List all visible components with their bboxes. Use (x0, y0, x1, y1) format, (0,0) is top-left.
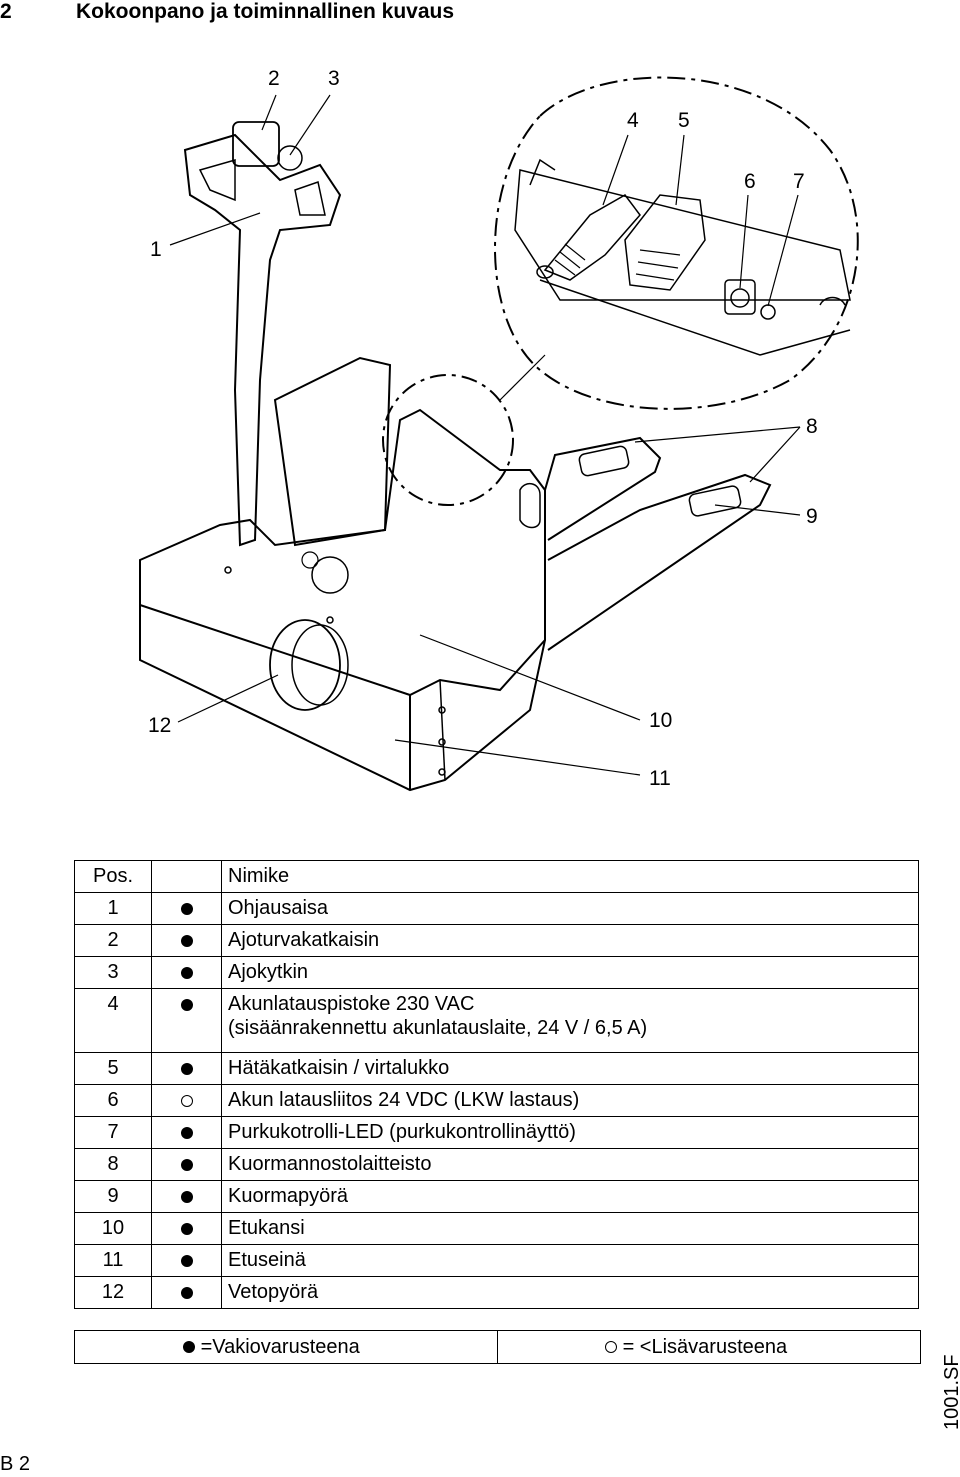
legend-standard-label: =Vakiovarusteena (200, 1335, 360, 1358)
standard-dot-icon (180, 1254, 193, 1267)
row-pos: 3 (74, 956, 152, 989)
detail-origin-circle (382, 374, 514, 506)
standard-dot-icon (180, 1062, 193, 1075)
row-mark (151, 1148, 222, 1181)
row-name: Ajokytkin (221, 956, 919, 989)
row-name: Purkukotrolli-LED (purkukontrollinäyttö) (221, 1116, 919, 1149)
row-mark (151, 924, 222, 957)
standard-dot-icon (180, 966, 193, 979)
standard-dot-icon (180, 902, 193, 915)
standard-dot-icon (183, 1341, 195, 1354)
legend-table: =Vakiovarusteena = <Lisävarusteena (74, 1330, 921, 1364)
table-row: 5 Hätäkatkaisin / virtalukko (74, 1052, 919, 1085)
pallet-truck-illustration: 1 2 3 4 5 6 7 8 9 10 11 12 (139, 67, 859, 792)
table-row: 6 Akun latausliitos 24 VDC (LKW lastaus) (74, 1084, 919, 1117)
table-row: 2 Ajoturvakatkaisin (74, 924, 919, 957)
callout-12: 12 (148, 714, 171, 737)
parts-table-header: Pos. Nimike (74, 860, 919, 893)
row-name-line1: Akunlatauspistoke 230 VAC (228, 993, 475, 1015)
row-name: Etukansi (221, 1212, 919, 1245)
row-pos: 1 (74, 892, 152, 925)
callout-8: 8 (806, 415, 818, 438)
header-pos: Pos. (74, 860, 152, 893)
row-pos: 5 (74, 1052, 152, 1085)
callout-4: 4 (627, 109, 639, 132)
row-mark (151, 988, 222, 1053)
standard-dot-icon (180, 1158, 193, 1171)
row-name: Hätäkatkaisin / virtalukko (221, 1052, 919, 1085)
row-mark (151, 1244, 222, 1277)
row-pos: 4 (74, 988, 152, 1053)
table-row: 1 Ohjausaisa (74, 892, 919, 925)
callout-3: 3 (328, 67, 340, 90)
row-name: Ohjausaisa (221, 892, 919, 925)
row-mark (151, 892, 222, 925)
standard-dot-icon (180, 934, 193, 947)
leader-lines (169, 94, 801, 776)
standard-dot-icon (180, 1190, 193, 1203)
row-name: Akunlatauspistoke 230 VAC (sisäänrakenne… (221, 988, 919, 1053)
row-name: Ajoturvakatkaisin (221, 924, 919, 957)
page-number: B 2 (0, 1453, 31, 1475)
row-name: Akun latausliitos 24 VDC (LKW lastaus) (221, 1084, 919, 1117)
charger-plug-detail (536, 194, 641, 281)
row-pos: 11 (74, 1244, 152, 1277)
standard-dot-icon (180, 998, 193, 1011)
row-pos: 10 (74, 1212, 152, 1245)
legend-optional: = <Lisävarusteena (497, 1330, 921, 1364)
table-row: 10 Etukansi (74, 1212, 919, 1245)
row-mark (151, 1276, 222, 1309)
row-name: Kuormapyörä (221, 1180, 919, 1213)
table-row: 8 Kuormannostolaitteisto (74, 1148, 919, 1181)
table-row: 7 Purkukotrolli-LED (purkukontrollinäytt… (74, 1116, 919, 1149)
standard-dot-icon (180, 1126, 193, 1139)
emergency-switch-detail (624, 194, 706, 291)
section-title: Kokoonpano ja toiminnallinen kuvaus (76, 0, 455, 23)
table-row: 12 Vetopyörä (74, 1276, 919, 1309)
header-mark (151, 860, 222, 893)
legend-optional-label: = <Lisävarusteena (622, 1335, 788, 1358)
header-name: Nimike (221, 860, 919, 893)
row-pos: 6 (74, 1084, 152, 1117)
row-name: Kuormannostolaitteisto (221, 1148, 919, 1181)
callout-6: 6 (744, 170, 756, 193)
row-name: Vetopyörä (221, 1276, 919, 1309)
optional-ring-icon (605, 1341, 617, 1354)
callout-11: 11 (649, 767, 671, 790)
truck-chassis (139, 356, 546, 792)
tiller-arm (183, 121, 342, 547)
row-mark (151, 1116, 222, 1149)
row-pos: 8 (74, 1148, 152, 1181)
callout-10: 10 (649, 709, 672, 732)
row-mark (151, 1180, 222, 1213)
row-pos: 2 (74, 924, 152, 957)
row-name-line2: (sisäänrakennettu akunlatauslaite, 24 V … (228, 1017, 648, 1039)
callout-9: 9 (806, 505, 818, 528)
callout-2: 2 (268, 67, 280, 90)
table-row: 3 Ajokytkin (74, 956, 919, 989)
standard-dot-icon (180, 1286, 193, 1299)
parts-table: Pos. Nimike 1 Ohjausaisa 2 Ajoturvakatka… (74, 860, 919, 1309)
detail-circle (494, 76, 859, 410)
legend-standard: =Vakiovarusteena (74, 1330, 498, 1364)
row-mark (151, 1212, 222, 1245)
row-pos: 12 (74, 1276, 152, 1309)
section-number: 2 (0, 0, 12, 23)
row-pos: 9 (74, 1180, 152, 1213)
standard-dot-icon (180, 1222, 193, 1235)
callout-5: 5 (678, 109, 690, 132)
row-name: Etuseinä (221, 1244, 919, 1277)
optional-ring-icon (180, 1094, 193, 1107)
row-mark (151, 956, 222, 989)
callout-7: 7 (793, 170, 805, 193)
table-row: 11 Etuseinä (74, 1244, 919, 1277)
row-mark (151, 1084, 222, 1117)
row-pos: 7 (74, 1116, 152, 1149)
document-reference: 1001.SF (941, 1354, 960, 1430)
table-row: 9 Kuormapyörä (74, 1180, 919, 1213)
table-row: 4 Akunlatauspistoke 230 VAC (sisäänraken… (74, 988, 919, 1053)
row-mark (151, 1052, 222, 1085)
load-forks (544, 436, 772, 651)
callout-1: 1 (150, 238, 162, 261)
